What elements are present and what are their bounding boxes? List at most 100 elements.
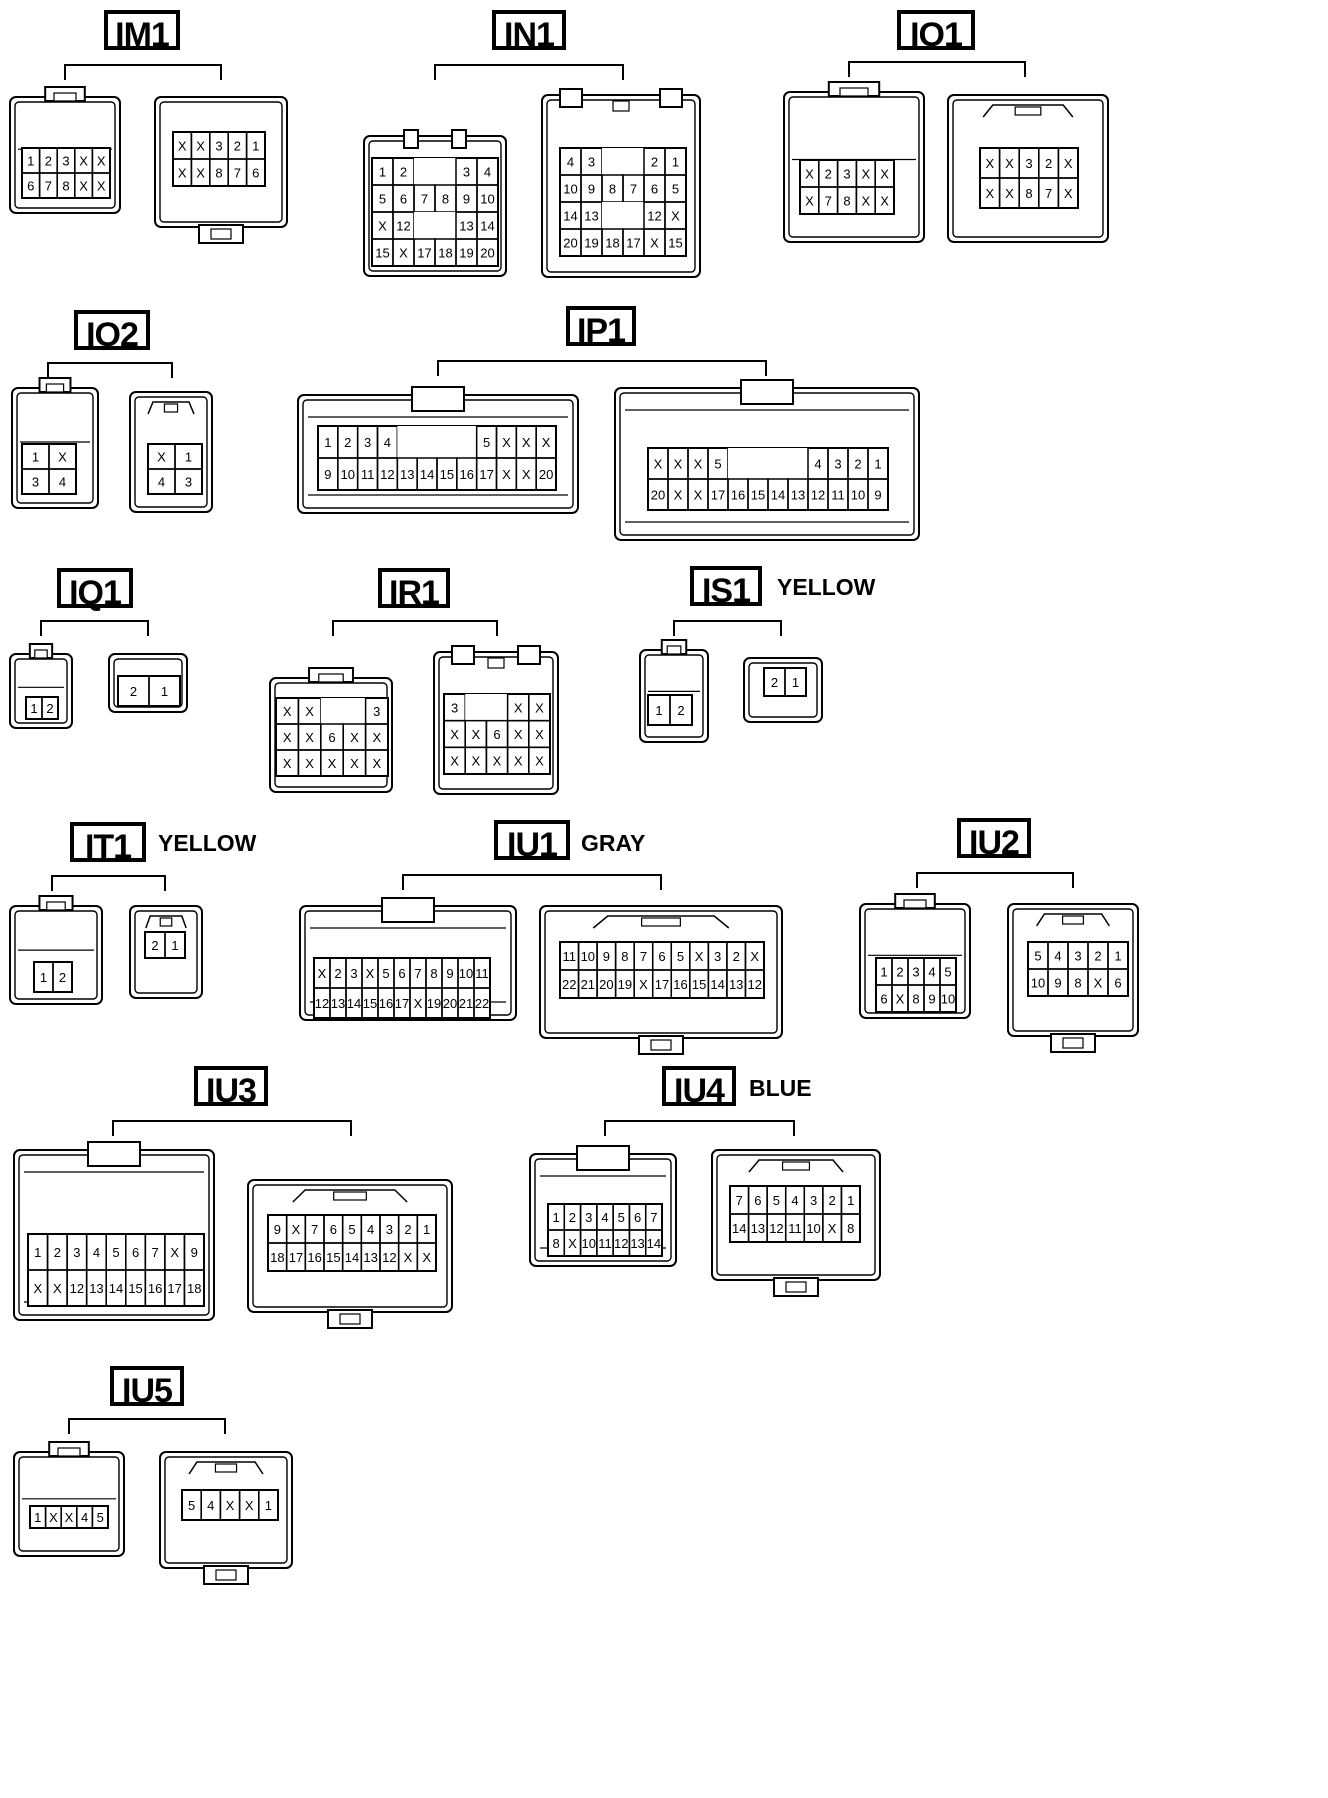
pin-number: 3 xyxy=(834,457,841,472)
pin-cell xyxy=(602,202,623,229)
pin-number: 2 xyxy=(677,703,684,718)
pin-number: 6 xyxy=(493,727,500,742)
connector-housing xyxy=(297,386,579,514)
pin-number: X xyxy=(157,450,166,465)
pin-number: 8 xyxy=(843,194,850,209)
pin-number: X xyxy=(79,154,88,169)
pair-bracket xyxy=(40,620,149,636)
pin-number: 12 xyxy=(747,977,761,992)
pin-number: 15 xyxy=(128,1281,142,1296)
pin-number: 6 xyxy=(27,179,34,194)
pair-bracket xyxy=(402,874,662,890)
connector-color-label: BLUE xyxy=(749,1075,812,1101)
connector-code-label: IO2 xyxy=(74,310,150,354)
pin-number: 2 xyxy=(45,154,52,169)
pin-number: 5 xyxy=(188,1498,195,1513)
pin-number: 5 xyxy=(618,1210,625,1225)
pin-number: 8 xyxy=(912,992,919,1007)
pin-number: X xyxy=(674,457,683,472)
pin-number: 5 xyxy=(677,949,684,964)
pin-number: 9 xyxy=(1054,976,1061,991)
pin-cell: 18 xyxy=(183,1269,205,1307)
pin-cell xyxy=(435,212,456,239)
pin-number: 7 xyxy=(45,179,52,194)
connector-color-label: YELLOW xyxy=(158,830,257,856)
pin-number: 16 xyxy=(673,977,687,992)
pin-number: X xyxy=(378,219,387,234)
pin-number: 20 xyxy=(480,246,494,261)
pin-number: 18 xyxy=(187,1281,201,1296)
pin-number: X xyxy=(694,488,703,503)
pin-number: 5 xyxy=(1034,949,1041,964)
pin-number: X xyxy=(58,450,67,465)
pin-number: X xyxy=(170,1245,179,1260)
pin-number: X xyxy=(196,139,205,154)
pin-number: 15 xyxy=(440,467,454,482)
pin-number: X xyxy=(514,754,523,769)
pin-cell: 1 xyxy=(164,931,186,959)
pin-number: 3 xyxy=(373,704,380,719)
pin-number: X xyxy=(404,1250,413,1265)
pin-number: 11 xyxy=(788,1221,802,1236)
pin-number: 14 xyxy=(732,1221,746,1236)
pin-cell: X xyxy=(528,746,551,775)
pin-number: X xyxy=(305,704,314,719)
pin-number: 4 xyxy=(1054,949,1061,964)
pin-number: 1 xyxy=(672,155,679,170)
connector-housing xyxy=(363,129,507,277)
pin-cell xyxy=(602,148,623,175)
pin-number: X xyxy=(502,467,511,482)
pin-cell: 6 xyxy=(1107,968,1129,997)
pin-number: 2 xyxy=(46,701,53,716)
pin-number: 20 xyxy=(651,488,665,503)
pin-number: X xyxy=(896,992,905,1007)
pin-number: X xyxy=(65,1510,74,1525)
pin-number: X xyxy=(674,488,683,503)
pin-number: X xyxy=(305,730,314,745)
pin-number: X xyxy=(350,756,359,771)
pin-number: 20 xyxy=(539,467,553,482)
pin-number: 4 xyxy=(59,475,66,490)
pin-number: 3 xyxy=(1025,156,1032,171)
pin-cell: 6 xyxy=(245,158,266,187)
pin-number: 2 xyxy=(130,684,137,699)
pin-number: 1 xyxy=(423,1222,430,1237)
pair-bracket xyxy=(68,1418,226,1434)
pin-cell xyxy=(623,148,644,175)
connector-housing xyxy=(859,893,971,1019)
pin-number: 3 xyxy=(185,475,192,490)
pin-number: 18 xyxy=(438,246,452,261)
pin-number: 19 xyxy=(427,996,441,1011)
pin-number: X xyxy=(535,754,544,769)
connector-code-label: IQ1 xyxy=(57,568,133,612)
pin-number: X xyxy=(414,996,423,1011)
pin-number: 17 xyxy=(655,977,669,992)
connector-housing xyxy=(129,905,203,999)
pin-cell xyxy=(435,158,456,185)
pair-bracket xyxy=(604,1120,795,1136)
pin-number: 7 xyxy=(630,182,637,197)
pin-number: 12 xyxy=(315,996,329,1011)
pin-cell: 9 xyxy=(867,478,889,511)
pin-cell: 1 xyxy=(784,667,807,697)
pin-number: 7 xyxy=(650,1210,657,1225)
pin-number: 9 xyxy=(588,182,595,197)
pin-number: X xyxy=(880,167,889,182)
connector-housing xyxy=(711,1149,881,1297)
pin-number: X xyxy=(750,949,759,964)
pin-number: 17 xyxy=(711,488,725,503)
pin-number: 3 xyxy=(32,475,39,490)
connector-housing xyxy=(947,94,1109,243)
pin-number: X xyxy=(372,730,381,745)
pin-number: 2 xyxy=(771,675,778,690)
pin-number: X xyxy=(49,1510,58,1525)
pin-number: 2 xyxy=(54,1245,61,1260)
